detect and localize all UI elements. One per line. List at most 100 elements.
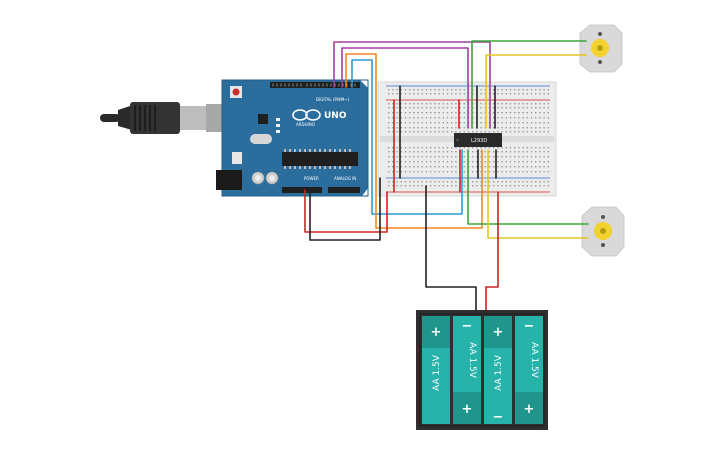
breadboard-hole <box>484 181 486 183</box>
breadboard-hole <box>501 181 503 183</box>
breadboard-hole <box>413 171 415 173</box>
breadboard-hole <box>472 171 474 173</box>
breadboard-hole <box>463 161 465 163</box>
breadboard-hole <box>505 151 507 153</box>
breadboard-hole <box>488 156 491 158</box>
breadboard-hole <box>530 89 533 91</box>
breadboard-hole <box>434 185 436 187</box>
breadboard-hole <box>505 147 507 149</box>
breadboard-hole <box>392 151 394 153</box>
breadboard-hole <box>463 112 465 114</box>
breadboard-hole <box>547 151 549 153</box>
battery-pack: + AA 1.5V − + AA 1.5V + − AA 1.5V − + AA… <box>416 310 548 430</box>
breadboard-hole <box>413 161 415 163</box>
breadboard-hole <box>480 117 482 119</box>
breadboard-hole <box>522 112 524 114</box>
breadboard-hole <box>409 89 411 91</box>
breadboard-hole <box>396 107 398 109</box>
cell-plus-label: + <box>462 402 473 417</box>
breadboard-hole <box>514 185 516 187</box>
breadboard-hole <box>493 122 495 124</box>
cell-minus-label: − <box>493 410 504 425</box>
breadboard-hole <box>438 112 440 114</box>
breadboard-hole <box>409 147 411 149</box>
breadboard-hole <box>451 161 453 163</box>
breadboard-hole <box>425 181 428 183</box>
breadboard-hole <box>438 122 440 124</box>
breadboard-hole <box>530 122 533 124</box>
breadboard-hole <box>417 89 419 91</box>
breadboard-hole <box>430 112 432 114</box>
breadboard-hole <box>522 166 524 168</box>
breadboard-hole <box>501 89 503 91</box>
breadboard-hole <box>488 151 491 153</box>
breadboard-hole <box>484 166 486 168</box>
breadboard-hole <box>501 147 503 149</box>
breadboard-hole <box>530 107 533 109</box>
breadboard-hole <box>535 147 537 149</box>
usb-cable-icon <box>100 102 230 134</box>
breadboard-hole <box>421 103 423 105</box>
breadboard-hole <box>535 161 537 163</box>
breadboard-hole <box>526 112 528 114</box>
breadboard-hole <box>539 147 541 149</box>
breadboard-hole <box>438 151 440 153</box>
breadboard-hole <box>530 147 533 149</box>
breadboard-hole <box>388 131 390 133</box>
breadboard-hole <box>455 117 457 119</box>
breadboard-hole <box>543 89 545 91</box>
breadboard-hole <box>400 127 402 129</box>
breadboard-hole <box>417 117 419 119</box>
breadboard-hole <box>514 89 516 91</box>
breadboard-hole <box>434 89 436 91</box>
breadboard-hole <box>501 122 503 124</box>
breadboard-hole <box>526 156 528 158</box>
breadboard-hole <box>400 103 402 105</box>
breadboard-hole <box>526 147 528 149</box>
breadboard-hole <box>518 131 520 133</box>
breadboard-hole <box>463 127 465 129</box>
breadboard-hole <box>539 122 541 124</box>
breadboard-hole <box>421 166 423 168</box>
cell-plus-label: + <box>431 325 442 340</box>
breadboard-hole <box>434 117 436 119</box>
breadboard-hole <box>446 131 449 133</box>
breadboard-hole <box>451 181 453 183</box>
breadboard: L293D <box>377 81 557 197</box>
breadboard-hole <box>413 107 415 109</box>
battery-cell: − + AA 1.5V <box>515 316 543 424</box>
breadboard-hole <box>547 122 549 124</box>
breadboard-hole <box>514 112 516 114</box>
breadboard-hole <box>459 93 461 95</box>
breadboard-hole <box>434 156 436 158</box>
breadboard-hole <box>455 147 457 149</box>
breadboard-hole <box>421 112 423 114</box>
breadboard-hole <box>463 156 465 158</box>
breadboard-hole <box>400 93 402 95</box>
breadboard-hole <box>446 122 449 124</box>
breadboard-hole <box>539 127 541 129</box>
breadboard-hole <box>396 171 398 173</box>
breadboard-hole <box>505 89 507 91</box>
breadboard-hole <box>392 131 394 133</box>
breadboard-hole <box>543 117 545 119</box>
breadboard-hole <box>425 93 428 95</box>
breadboard-hole <box>509 147 512 149</box>
breadboard-hole <box>467 131 470 133</box>
breadboard-hole <box>434 181 436 183</box>
breadboard-hole <box>543 185 545 187</box>
breadboard-hole <box>509 127 512 129</box>
breadboard-hole <box>442 107 444 109</box>
breadboard-hole <box>459 117 461 119</box>
breadboard-hole <box>505 161 507 163</box>
breadboard-hole <box>493 181 495 183</box>
breadboard-hole <box>493 147 495 149</box>
breadboard-hole <box>518 166 520 168</box>
breadboard-hole <box>451 93 453 95</box>
breadboard-hole <box>497 89 499 91</box>
breadboard-hole <box>409 151 411 153</box>
breadboard-hole <box>425 156 428 158</box>
breadboard-hole <box>404 117 407 119</box>
breadboard-hole <box>497 166 499 168</box>
breadboard-hole <box>547 166 549 168</box>
